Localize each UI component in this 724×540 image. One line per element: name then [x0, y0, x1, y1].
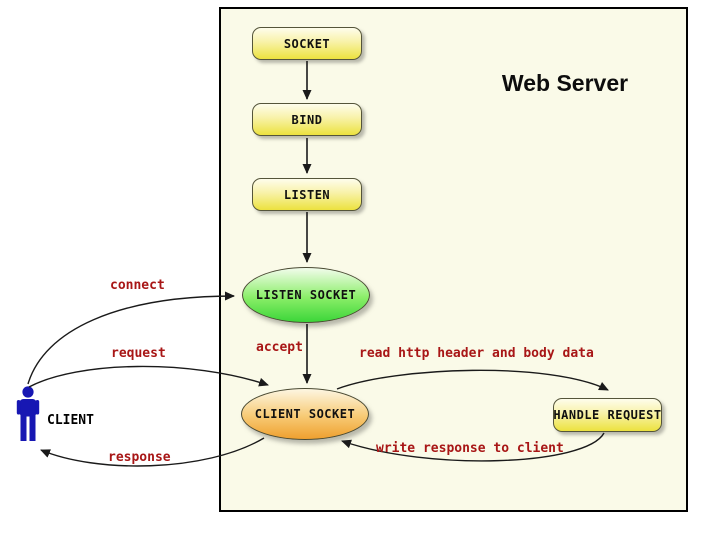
edge-label-request: request [111, 346, 166, 361]
edge-label-connect: connect [110, 278, 165, 293]
node-listen-socket: LISTEN SOCKET [242, 267, 370, 323]
edge-label-write-response: write response to client [376, 441, 564, 456]
node-listen: LISTEN [252, 178, 362, 211]
edge-label-read-http: read http header and body data [359, 346, 594, 361]
arrow-connect [27, 291, 235, 385]
edge-label-accept: accept [256, 340, 303, 355]
client-actor-label: CLIENT [47, 413, 94, 428]
node-bind: BIND [252, 103, 362, 136]
client-person-icon [16, 386, 40, 441]
edge-label-response: response [108, 450, 171, 465]
node-client-socket: CLIENT SOCKET [241, 388, 369, 440]
node-handle-request: HANDLE REQUEST [553, 398, 662, 432]
node-socket: SOCKET [252, 27, 362, 60]
web-server-title: Web Server [501, 70, 629, 96]
